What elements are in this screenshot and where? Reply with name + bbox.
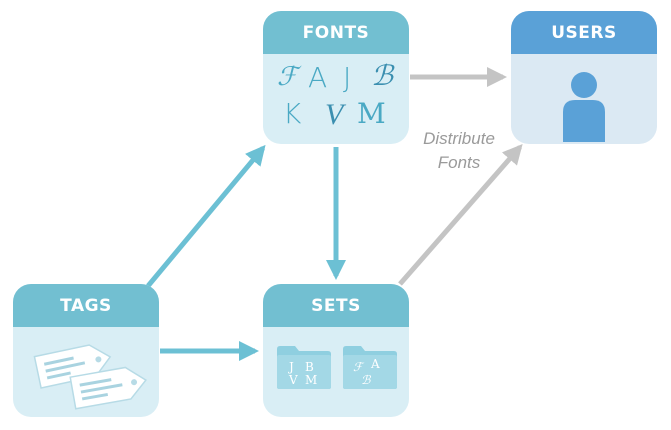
fonts-glyphs: ℱ A J ℬ K V M [263,54,409,144]
fonts-node: FONTS ℱ A J ℬ K V M [263,11,409,144]
users-node: USERS [511,11,657,144]
distribute-label-line1: Distribute [423,129,495,148]
font-glyph: M [357,97,386,130]
distribute-fonts-label: Distribute Fonts [403,127,515,175]
arrow-tags-to-fonts [146,144,266,288]
folder-glyph: ℱ [353,360,363,374]
users-title: USERS [511,11,657,54]
font-glyph: J [343,61,352,94]
tags-icon [33,344,147,410]
sets-node: SETS J B V M ℱ A ℬ [263,284,409,417]
folder-glyph: B [305,360,314,374]
font-glyph: A [308,61,328,94]
folder-glyph: J [289,360,294,374]
font-glyph: ℬ [371,61,394,92]
tags-title: TAGS [13,284,159,327]
fonts-title: FONTS [263,11,409,54]
folder-glyph: ℬ [361,373,371,387]
folder-glyph: V [289,373,298,387]
font-glyph: V [325,98,344,131]
folder-icon: ℱ A ℬ [341,343,399,391]
distribute-label-line2: Fonts [437,153,481,172]
folder-glyph: A [371,357,380,371]
font-glyph: K [283,97,302,130]
sets-title: SETS [263,284,409,327]
person-icon [563,72,605,142]
folder-glyph: M [305,373,318,387]
tags-node: TAGS [13,284,159,417]
folder-icon: J B V M [275,343,333,391]
font-glyph: ℱ [277,62,298,91]
